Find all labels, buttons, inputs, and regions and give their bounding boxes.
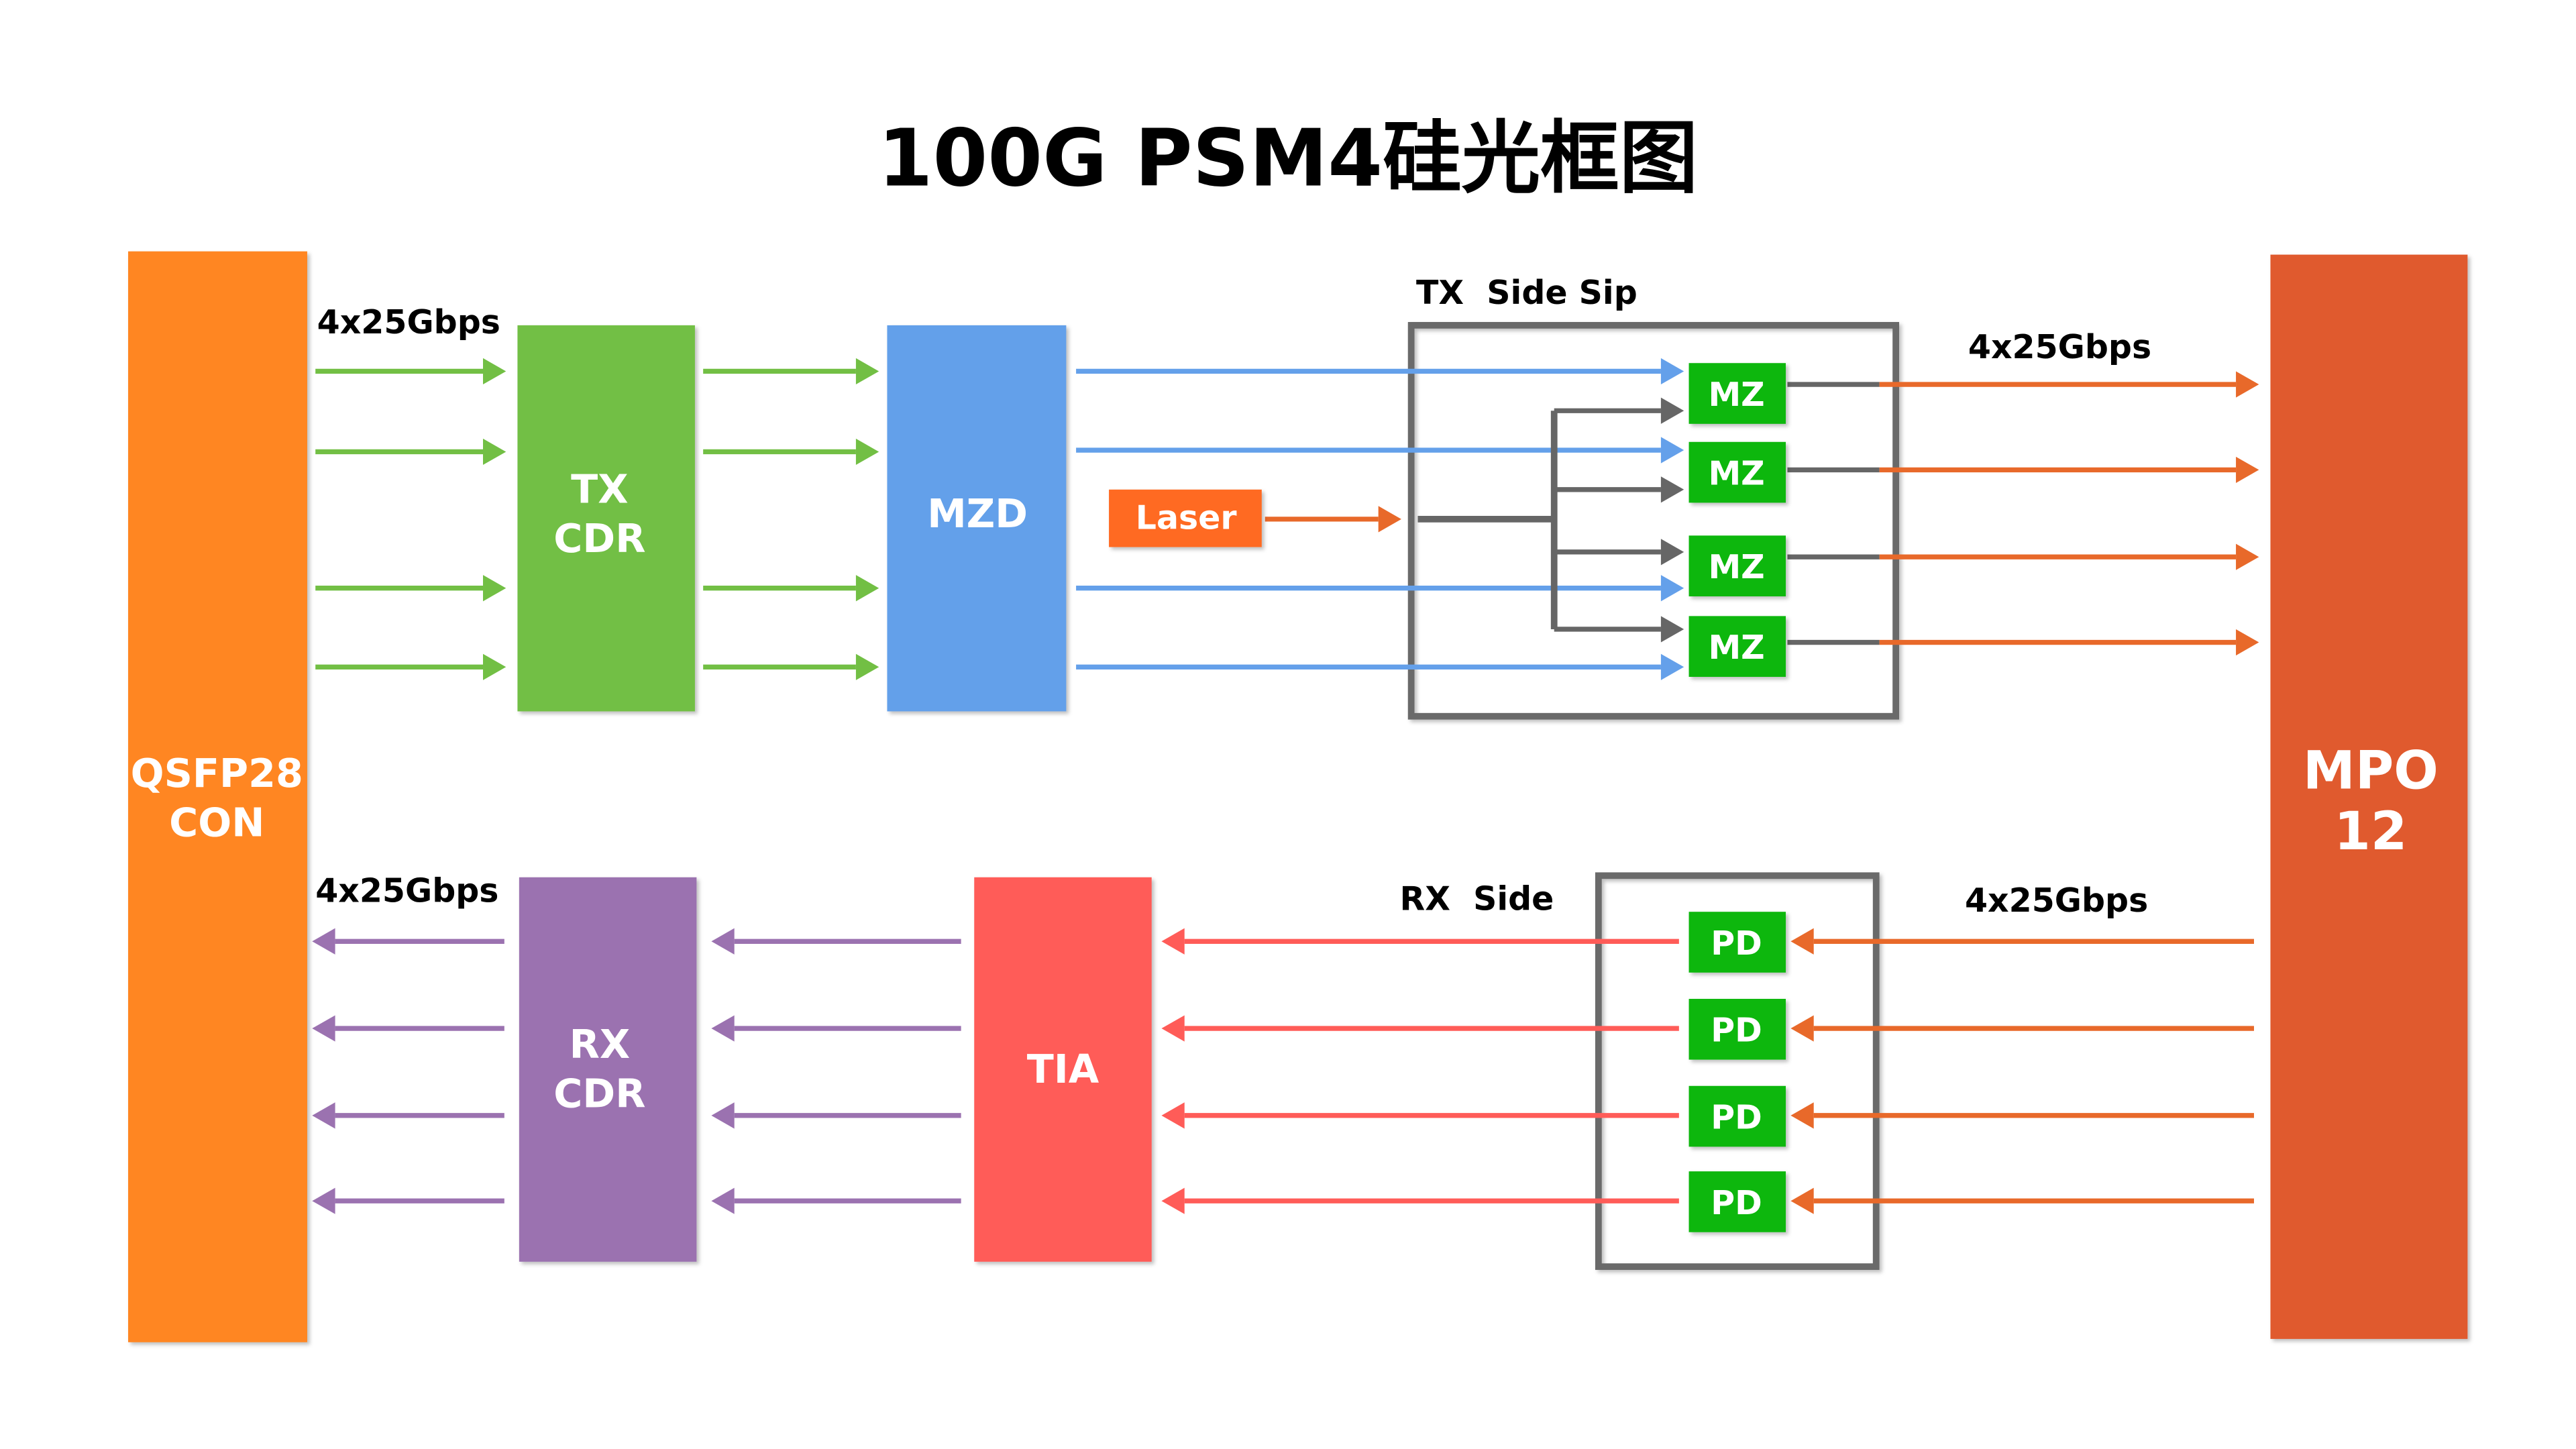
qsfp28-connector-block: QSFP28 CON [128,251,307,1342]
mpo-label-line2: 12 [2334,801,2407,862]
mz-label: MZ [1708,454,1764,492]
tx-in-arrow-3-arrowhead-icon [483,575,506,602]
tx-side-sip-frame [1407,322,1900,720]
mzd-label: MZD [927,490,1028,537]
laser-label: Laser [1136,499,1237,537]
tx-cdr-label-line2: CDR [553,515,645,561]
rx-out-arrow-4-arrowhead-icon [312,1187,335,1214]
rx-cdr-label-line1: RX [570,1021,631,1067]
laser-output-arrow-arrowhead-icon [1378,506,1401,533]
mzd-drive-arrow-3-arrowhead-icon [1660,575,1684,602]
mz-box [1688,535,1786,596]
mz-modulator: MZ [1688,535,1786,596]
rx-out-arrow-1-arrowhead-icon [312,928,335,955]
pd-detector: PD [1688,1085,1786,1147]
pd-detector: PD [1688,912,1786,973]
tx-cdr-to-mzd-arrow-3-arrowhead-icon [855,575,879,602]
pd-to-tia-arrow-3-arrowhead-icon [1161,1102,1185,1129]
tx-cdr-label-line1: TX [571,466,628,512]
tia-to-rxcdr-arrow-1-arrowhead-icon [711,928,735,955]
tx-out-arrow-1-arrowhead-icon [2236,371,2259,398]
rx-in-arrow-3-arrowhead-icon [1790,1102,1814,1129]
tx-out-arrow-3-arrowhead-icon [2236,543,2259,570]
pd-to-tia-arrow-1-arrowhead-icon [1161,928,1185,955]
pd-label: PD [1711,1012,1762,1050]
pd-label: PD [1711,924,1762,963]
rx-cdr-label-line2: CDR [553,1071,645,1117]
rx-out-arrow-3-arrowhead-icon [312,1102,335,1129]
mz-label: MZ [1708,376,1764,414]
tia-block: TIA [974,877,1152,1262]
rx-input-rate-label: 4x25Gbps [1965,881,2148,920]
tx-in-arrow-4-arrowhead-icon [483,653,506,680]
mz-modulator: MZ [1688,363,1786,424]
mzd-drive-arrow-1-arrowhead-icon [1660,358,1684,385]
pd-label: PD [1711,1184,1762,1222]
pd-box [1688,1171,1786,1232]
mpo12-connector-block: MPO 12 [2270,254,2468,1339]
pd-box [1688,998,1786,1060]
rx-side-label: RX Side [1400,880,1554,918]
tx-out-arrow-2-arrowhead-icon [2236,456,2259,483]
pd-label: PD [1711,1098,1762,1136]
mzd-drive-arrow-2-arrowhead-icon [1660,437,1684,464]
signal-connections [312,358,2259,1214]
mzd-block: MZD [887,325,1067,712]
tx-side-sip-label: TX Side Sip [1416,274,1638,312]
laser-branch-arrow-3-arrowhead-icon [1660,539,1684,566]
tia-to-rxcdr-arrow-4-arrowhead-icon [711,1187,735,1214]
rx-output-rate-label: 4x25Gbps [315,871,498,910]
pd-detector-group: PD PD PD PD [1688,912,1786,1232]
tx-cdr-block: TX CDR [517,325,695,712]
diagram-title: 100G PSM4硅光框图 [878,113,1699,205]
rx-in-arrow-2-arrowhead-icon [1790,1015,1814,1042]
mz-modulator: MZ [1688,616,1786,677]
tx-cdr-to-mzd-arrow-1-arrowhead-icon [855,358,879,385]
tx-cdr-to-mzd-arrow-2-arrowhead-icon [855,438,879,466]
mpo-label-line1: MPO [2303,741,2438,802]
tx-cdr-to-mzd-arrow-4-arrowhead-icon [855,653,879,680]
pd-detector: PD [1688,1171,1786,1232]
qsfp28-label-line1: QSFP28 [131,750,303,796]
rx-side-frame [1595,872,1880,1271]
mzd-drive-arrow-4-arrowhead-icon [1660,653,1684,680]
mz-modulator: MZ [1688,441,1786,503]
mz-box [1688,363,1786,424]
pd-to-tia-arrow-2-arrowhead-icon [1161,1015,1185,1042]
laser-block: Laser [1109,489,1262,547]
mz-box [1688,441,1786,503]
rx-cdr-block: RX CDR [519,877,697,1262]
mz-box [1688,616,1786,677]
tx-out-arrow-4-arrowhead-icon [2236,629,2259,656]
tx-in-arrow-1-arrowhead-icon [483,358,506,385]
rx-in-arrow-4-arrowhead-icon [1790,1187,1814,1214]
tx-output-rate-label: 4x25Gbps [1968,328,2151,366]
pd-to-tia-arrow-4-arrowhead-icon [1161,1187,1185,1214]
pd-box [1688,1085,1786,1147]
mz-label: MZ [1708,629,1764,667]
laser-branch-arrow-1-arrowhead-icon [1660,397,1684,424]
pd-box [1688,912,1786,973]
pd-detector: PD [1688,998,1786,1060]
laser-branch-arrow-2-arrowhead-icon [1660,476,1684,503]
tx-in-arrow-2-arrowhead-icon [483,438,506,466]
tia-to-rxcdr-arrow-3-arrowhead-icon [711,1102,735,1129]
tx-input-rate-label: 4x25Gbps [317,303,500,341]
rx-in-arrow-1-arrowhead-icon [1790,928,1814,955]
qsfp28-label-line2: CON [169,800,264,846]
rx-out-arrow-2-arrowhead-icon [312,1015,335,1042]
laser-branch-arrow-4-arrowhead-icon [1660,616,1684,643]
tia-label: TIA [1027,1046,1099,1092]
mz-label: MZ [1708,548,1764,586]
mz-modulator-group: MZ MZ MZ MZ [1688,363,1786,677]
tia-to-rxcdr-arrow-2-arrowhead-icon [711,1015,735,1042]
